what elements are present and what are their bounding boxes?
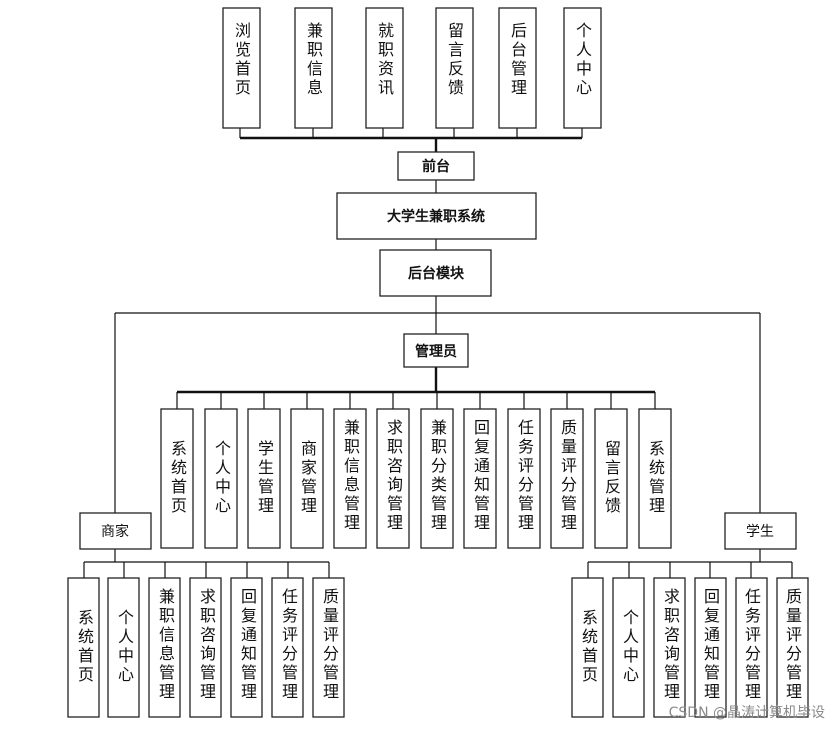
backend-box xyxy=(379,249,492,297)
front-module-browse-home: 浏览首页 xyxy=(232,22,251,98)
merchant-module-task-rating-mgmt: 任务评分管理 xyxy=(279,588,298,702)
backend-label: 后台模块 xyxy=(408,266,464,282)
front-module-feedback: 留言反馈 xyxy=(445,22,464,98)
merchant-module-job-info-mgmt: 兼职信息管理 xyxy=(156,588,175,702)
admin-module-system-home: 系统首页 xyxy=(168,440,187,516)
front-module-employment-news: 就职资讯 xyxy=(375,22,394,98)
admin-module-job-consult-mgmt: 求职咨询管理 xyxy=(384,419,403,533)
student-module-job-consult-mgmt: 求职咨询管理 xyxy=(661,588,680,702)
admin-label: 管理员 xyxy=(415,344,457,360)
front-module-job-info: 兼职信息 xyxy=(304,22,323,98)
admin-module-personal-center: 个人中心 xyxy=(212,440,231,516)
student-module-task-rating-mgmt: 任务评分管理 xyxy=(742,588,761,702)
admin-module-boxes xyxy=(160,408,672,549)
admin-module-merchant-mgmt: 商家管理 xyxy=(298,440,317,516)
admin-module-reply-notice-mgmt: 回复通知管理 xyxy=(471,419,490,533)
admin-module-job-category-mgmt: 兼职分类管理 xyxy=(428,419,447,533)
merchant-label: 商家 xyxy=(101,524,129,540)
merchant-module-personal-center: 个人中心 xyxy=(115,609,134,685)
admin-module-feedback: 留言反馈 xyxy=(602,440,621,516)
admin-box xyxy=(403,333,469,368)
merchant-box xyxy=(79,512,152,550)
front-module-personal-center: 个人中心 xyxy=(573,22,592,98)
front-label: 前台 xyxy=(422,159,450,175)
admin-module-task-rating-mgmt: 任务评分管理 xyxy=(515,419,534,533)
student-module-reply-notice-mgmt: 回复通知管理 xyxy=(701,588,720,702)
front-module-boxes xyxy=(222,7,602,129)
system-name: 大学生兼职系统 xyxy=(387,209,485,225)
system-box xyxy=(336,192,537,240)
student-label: 学生 xyxy=(746,524,774,540)
student-module-boxes xyxy=(571,577,809,718)
merchant-module-boxes xyxy=(67,577,345,718)
front-module-backend-admin: 后台管理 xyxy=(508,22,527,98)
merchant-module-quality-rating-mgmt: 质量评分管理 xyxy=(320,588,339,702)
connector-lines xyxy=(83,128,793,578)
merchant-module-job-consult-mgmt: 求职咨询管理 xyxy=(197,588,216,702)
admin-module-quality-rating-mgmt: 质量评分管理 xyxy=(558,419,577,533)
student-box xyxy=(724,512,797,550)
merchant-module-system-home: 系统首页 xyxy=(75,609,94,685)
watermark: CSDN @晶涛计算机毕设 xyxy=(668,705,825,721)
admin-module-student-mgmt: 学生管理 xyxy=(255,440,274,516)
merchant-module-reply-notice-mgmt: 回复通知管理 xyxy=(238,588,257,702)
student-module-quality-rating-mgmt: 质量评分管理 xyxy=(783,588,802,702)
admin-module-system-mgmt: 系统管理 xyxy=(646,440,665,516)
student-module-personal-center: 个人中心 xyxy=(620,609,639,685)
admin-module-job-info-mgmt: 兼职信息管理 xyxy=(341,419,360,533)
student-module-system-home: 系统首页 xyxy=(579,609,598,685)
front-box xyxy=(397,151,475,181)
